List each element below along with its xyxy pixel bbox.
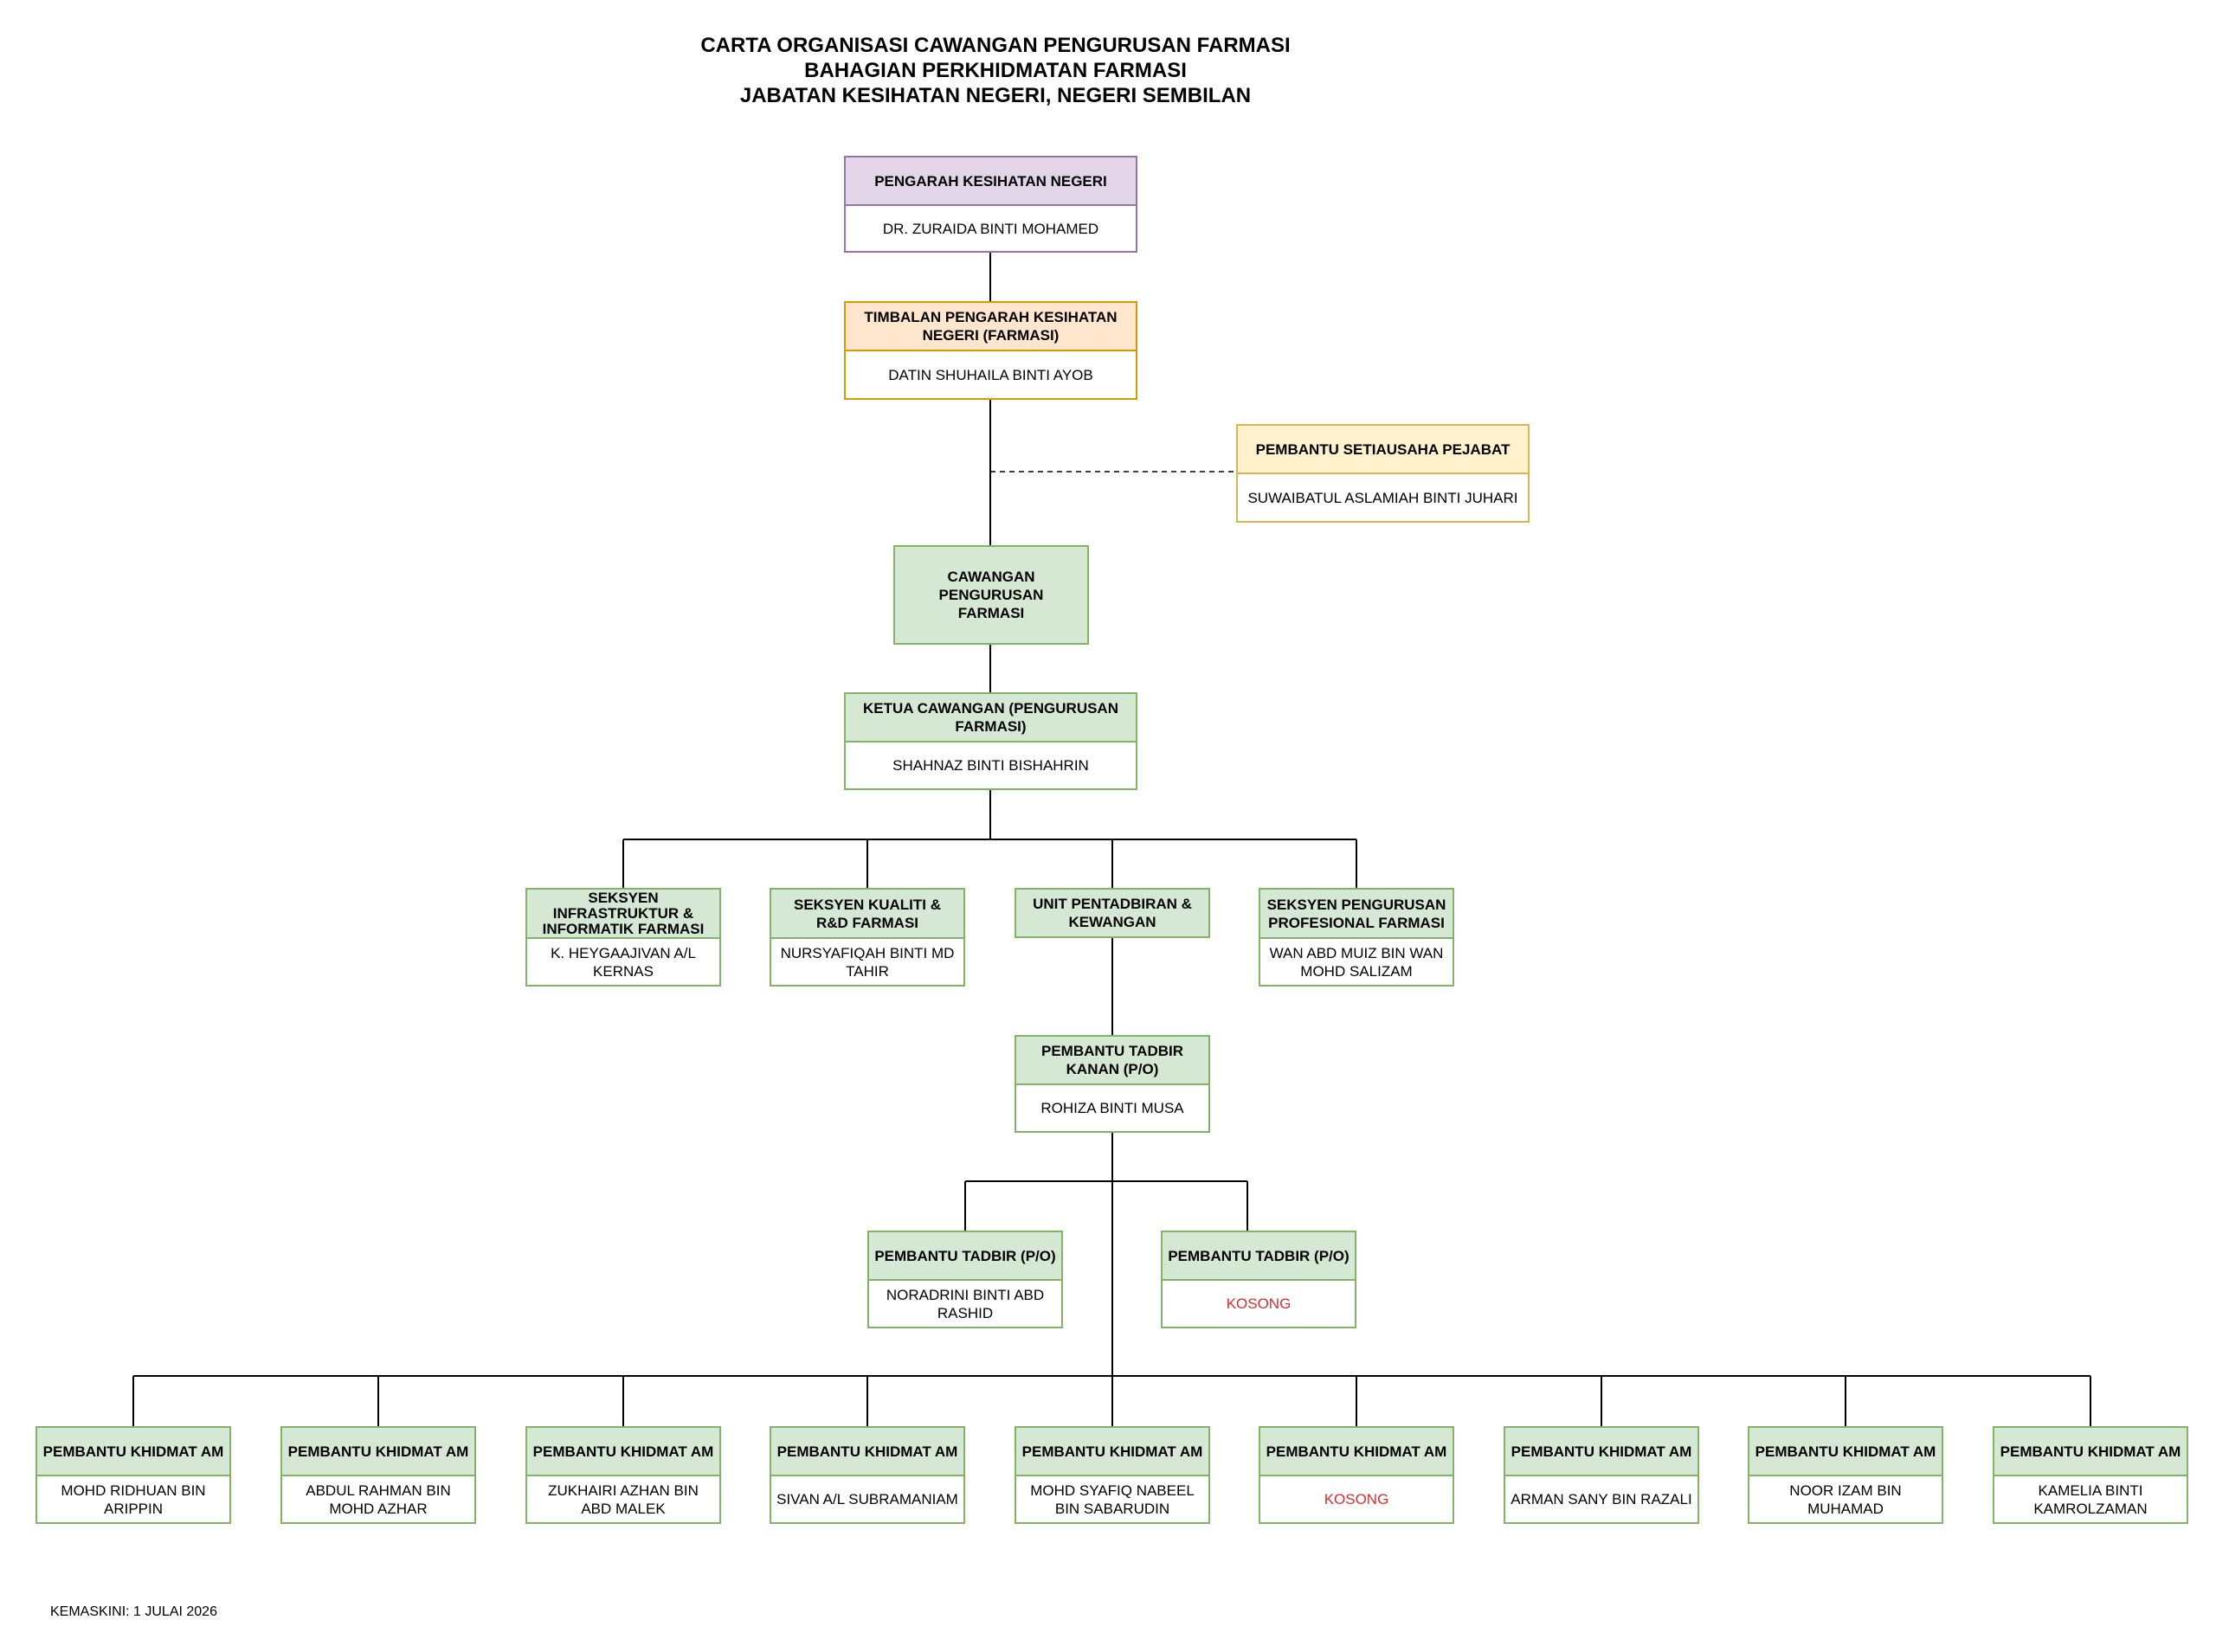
staff-name: MOHD RIDHUAN BIN ARIPPIN — [61, 1482, 206, 1517]
staff-position: PEMBANTU KHIDMAT AM — [1260, 1428, 1453, 1476]
section-box: SEKSYEN KUALITI & R&D FARMASI NURSYAFIQA… — [770, 888, 965, 987]
admin-assistant-name-vacant: KOSONG — [1226, 1295, 1292, 1312]
section-name: NURSYAFIQAH BINTI MD TAHIR — [780, 944, 955, 980]
head-box: KETUA CAWANGAN (PENGURUSAN FARMASI) SHAH… — [844, 692, 1137, 790]
deputy-box: TIMBALAN PENGARAH KESIHATAN NEGERI (FARM… — [844, 301, 1137, 400]
section-position: SEKSYEN INFRASTRUKTUR & INFORMATIK FARMA… — [527, 890, 719, 939]
staff-name: ARMAN SANY BIN RAZALI — [1511, 1491, 1692, 1507]
staff-box: PEMBANTU KHIDMAT AM KAMELIA BINTI KAMROL… — [1993, 1426, 2188, 1524]
section-box: SEKSYEN INFRASTRUKTUR & INFORMATIK FARMA… — [525, 888, 721, 987]
secretary-box: PEMBANTU SETIAUSAHA PEJABAT SUWAIBATUL A… — [1236, 424, 1530, 523]
staff-box: PEMBANTU KHIDMAT AM MOHD SYAFIQ NABEEL B… — [1015, 1426, 1210, 1524]
unit-box: UNIT PENTADBIRAN & KEWANGAN — [1015, 888, 1210, 938]
last-updated-note: KEMASKINI: 1 JULAI 2026 — [50, 1604, 217, 1619]
staff-name: SIVAN A/L SUBRAMANIAM — [776, 1491, 958, 1507]
section-box: SEKSYEN PENGURUSAN PROFESIONAL FARMASI W… — [1259, 888, 1454, 987]
staff-name: NOOR IZAM BIN MUHAMAD — [1789, 1482, 1902, 1517]
staff-box: PEMBANTU KHIDMAT AM MOHD RIDHUAN BIN ARI… — [35, 1426, 231, 1524]
staff-position: PEMBANTU KHIDMAT AM — [282, 1428, 474, 1476]
admin-assistant-box: PEMBANTU TADBIR (P/O) NORADRINI BINTI AB… — [867, 1231, 1063, 1328]
staff-position: PEMBANTU KHIDMAT AM — [1994, 1428, 2187, 1476]
staff-position: PEMBANTU KHIDMAT AM — [771, 1428, 963, 1476]
secretary-name: SUWAIBATUL ASLAMIAH BINTI JUHARI — [1247, 489, 1518, 506]
staff-name: ZUKHAIRI AZHAN BIN ABD MALEK — [548, 1482, 699, 1517]
staff-position: PEMBANTU KHIDMAT AM — [527, 1428, 719, 1476]
staff-box: PEMBANTU KHIDMAT AM ZUKHAIRI AZHAN BIN A… — [525, 1426, 721, 1524]
head-position: KETUA CAWANGAN (PENGURUSAN FARMASI) — [846, 694, 1136, 742]
admin-senior-box: PEMBANTU TADBIR KANAN (P/O) ROHIZA BINTI… — [1015, 1035, 1210, 1133]
section-position: SEKSYEN PENGURUSAN PROFESIONAL FARMASI — [1260, 890, 1453, 939]
unit-position: UNIT PENTADBIRAN & KEWANGAN — [1016, 890, 1208, 936]
title-line-3: JABATAN KESIHATAN NEGERI, NEGERI SEMBILA… — [739, 84, 1252, 107]
director-box: PENGARAH KESIHATAN NEGERI DR. ZURAIDA BI… — [844, 156, 1137, 253]
section-name: WAN ABD MUIZ BIN WAN MOHD SALIZAM — [1269, 944, 1444, 980]
branch-label: CAWANGAN PENGURUSAN FARMASI — [938, 569, 1044, 621]
admin-assistant-name: NORADRINI BINTI ABD RASHID — [886, 1286, 1045, 1321]
branch-box: CAWANGAN PENGURUSAN FARMASI — [893, 545, 1089, 645]
staff-position: PEMBANTU KHIDMAT AM — [37, 1428, 229, 1476]
staff-position: PEMBANTU KHIDMAT AM — [1016, 1428, 1208, 1476]
title-line-2: BAHAGIAN PERKHIDMATAN FARMASI — [804, 59, 1187, 82]
section-name: K. HEYGAAJIVAN A/L KERNAS — [551, 944, 696, 980]
section-position: SEKSYEN KUALITI & R&D FARMASI — [771, 890, 963, 939]
deputy-position: TIMBALAN PENGARAH KESIHATAN NEGERI (FARM… — [846, 303, 1136, 351]
secretary-position: PEMBANTU SETIAUSAHA PEJABAT — [1238, 426, 1528, 474]
staff-box: PEMBANTU KHIDMAT AM KOSONG — [1259, 1426, 1454, 1524]
staff-name: KAMELIA BINTI KAMROLZAMAN — [2033, 1482, 2148, 1517]
staff-box: PEMBANTU KHIDMAT AM SIVAN A/L SUBRAMANIA… — [770, 1426, 965, 1524]
staff-box: PEMBANTU KHIDMAT AM ARMAN SANY BIN RAZAL… — [1504, 1426, 1699, 1524]
deputy-name: DATIN SHUHAILA BINTI AYOB — [888, 366, 1093, 383]
admin-assistant-box: PEMBANTU TADBIR (P/O) KOSONG — [1161, 1231, 1356, 1328]
director-position: PENGARAH KESIHATAN NEGERI — [846, 157, 1136, 206]
admin-senior-name: ROHIZA BINTI MUSA — [1040, 1100, 1184, 1116]
chart-title: CARTA ORGANISASI CAWANGAN PENGURUSAN FAR… — [597, 33, 1394, 108]
staff-box: PEMBANTU KHIDMAT AM NOOR IZAM BIN MUHAMA… — [1748, 1426, 1943, 1524]
head-name: SHAHNAZ BINTI BISHAHRIN — [892, 757, 1089, 774]
admin-senior-position: PEMBANTU TADBIR KANAN (P/O) — [1016, 1037, 1208, 1085]
staff-position: PEMBANTU KHIDMAT AM — [1505, 1428, 1697, 1476]
staff-position: PEMBANTU KHIDMAT AM — [1749, 1428, 1942, 1476]
staff-name: ABDUL RAHMAN BIN MOHD AZHAR — [306, 1482, 451, 1517]
admin-assistant-position: PEMBANTU TADBIR (P/O) — [869, 1232, 1061, 1281]
director-name: DR. ZURAIDA BINTI MOHAMED — [882, 220, 1099, 237]
admin-assistant-position: PEMBANTU TADBIR (P/O) — [1163, 1232, 1355, 1281]
staff-name-vacant: KOSONG — [1324, 1491, 1389, 1507]
staff-name: MOHD SYAFIQ NABEEL BIN SABARUDIN — [1030, 1482, 1195, 1517]
staff-box: PEMBANTU KHIDMAT AM ABDUL RAHMAN BIN MOH… — [280, 1426, 476, 1524]
title-line-1: CARTA ORGANISASI CAWANGAN PENGURUSAN FAR… — [700, 34, 1291, 57]
